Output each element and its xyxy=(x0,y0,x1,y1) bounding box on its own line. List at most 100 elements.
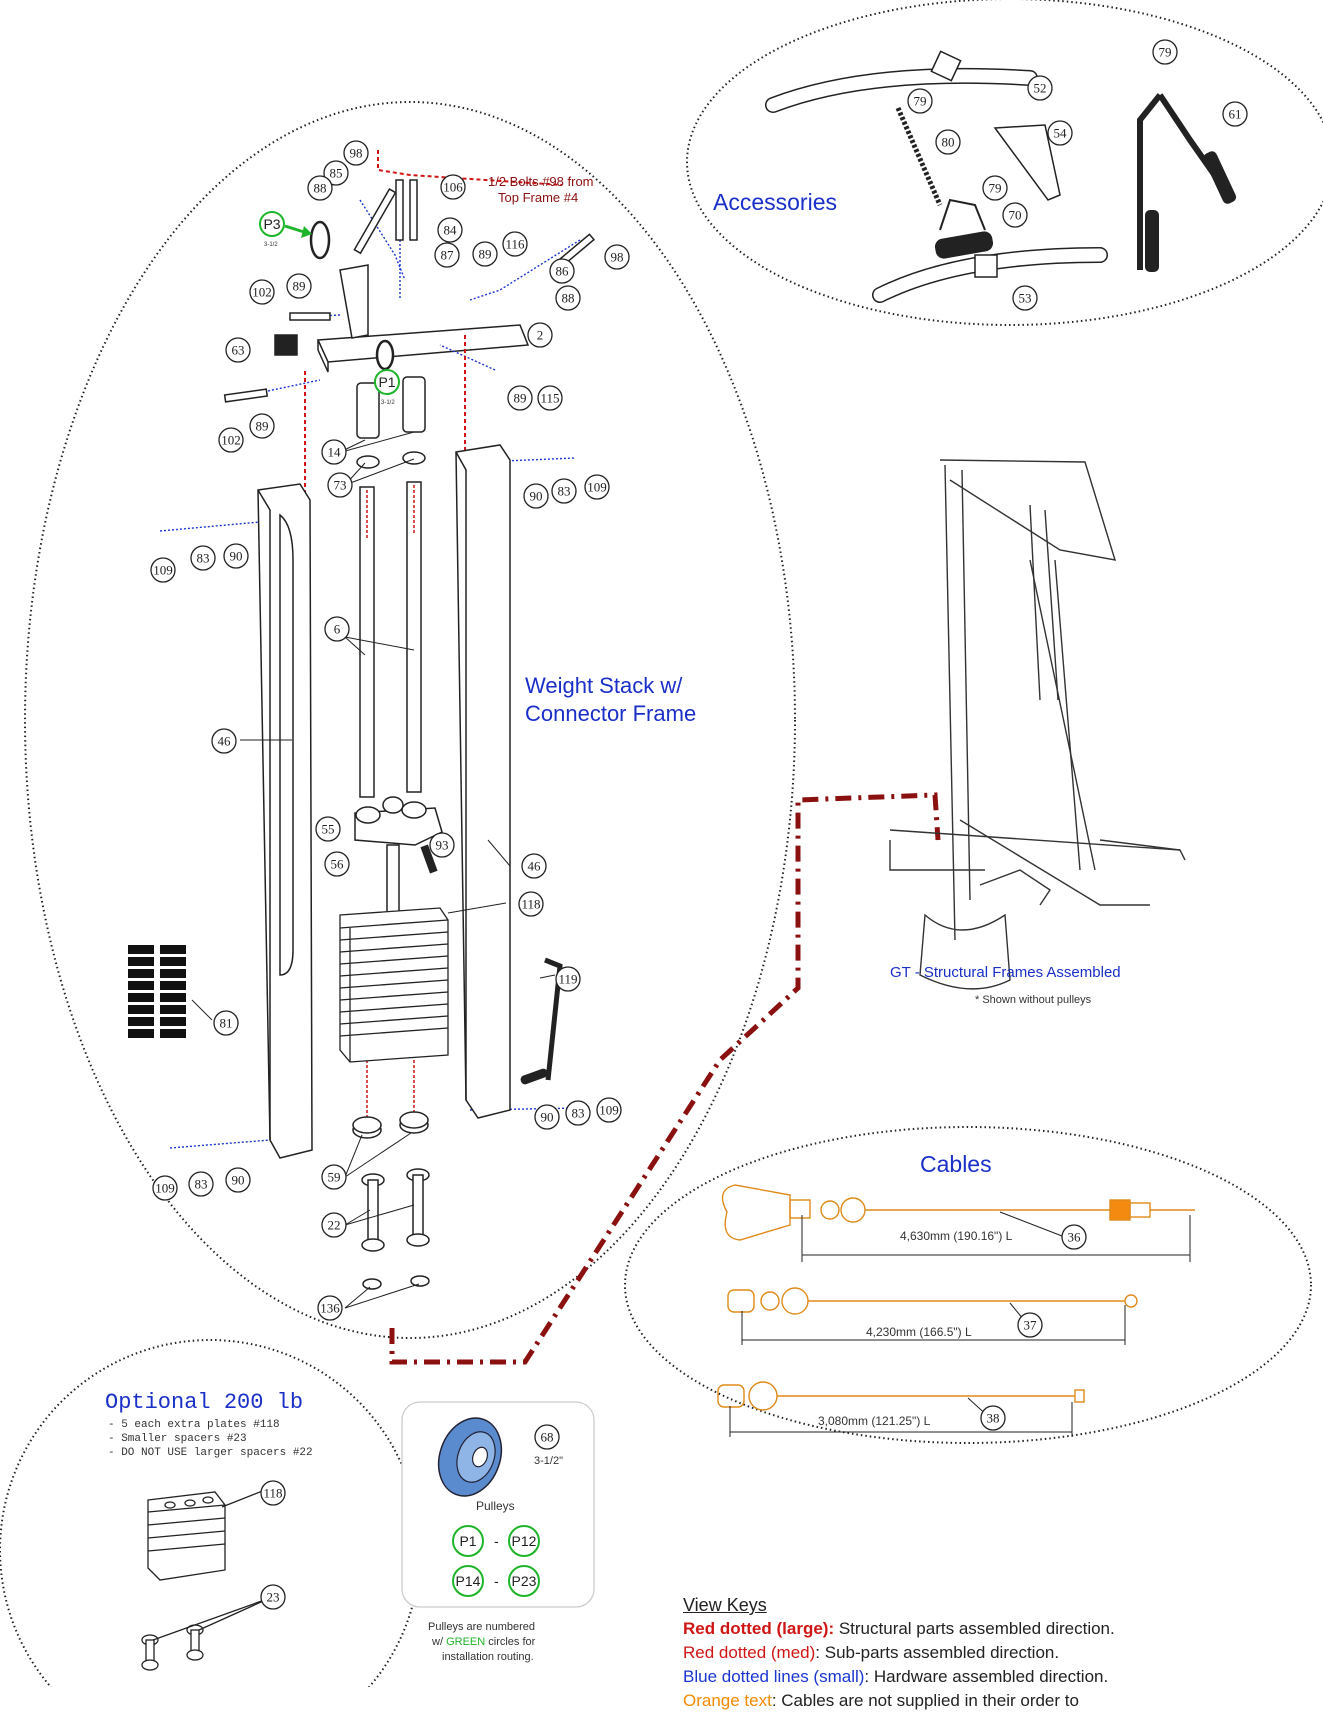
svg-text:P1: P1 xyxy=(378,374,395,390)
callout-98: 98 xyxy=(604,244,630,270)
svg-text:102: 102 xyxy=(252,285,272,300)
handle-70 xyxy=(934,198,994,259)
svg-text:68: 68 xyxy=(541,1430,554,1445)
svg-text:P12: P12 xyxy=(512,1533,537,1549)
upright-right-46 xyxy=(455,444,511,1119)
svg-text:109: 109 xyxy=(155,1181,175,1196)
structural-frame-sketch xyxy=(889,459,1186,990)
svg-text:P23: P23 xyxy=(512,1573,537,1589)
pulley-caption-2: w/ GREEN circles for xyxy=(431,1636,536,1648)
callout-46: 46 xyxy=(211,728,237,754)
callout-37: 37 xyxy=(1017,1312,1043,1338)
callout-119: 119 xyxy=(555,966,581,992)
callout-89: 89 xyxy=(249,413,275,439)
pulley-range-start-1: P1 xyxy=(452,1525,484,1557)
callout-90: 90 xyxy=(223,543,249,569)
svg-text:119: 119 xyxy=(558,972,577,987)
pulley-range-end-1: P12 xyxy=(508,1525,540,1557)
pulley-size: 3-1/2" xyxy=(534,1455,563,1467)
svg-text:55: 55 xyxy=(322,822,335,837)
rod-bushings xyxy=(356,376,426,469)
svg-text:106: 106 xyxy=(443,180,463,195)
curved-bar-53 xyxy=(872,247,1108,303)
svg-text:46: 46 xyxy=(528,859,542,874)
view-key-red-large: Red dotted (large): Structural parts ass… xyxy=(683,1619,1115,1638)
svg-text:73: 73 xyxy=(334,478,347,493)
callout-63: 63 xyxy=(225,337,251,363)
callout-83: 83 xyxy=(188,1171,214,1197)
callout-80: 80 xyxy=(935,129,961,155)
small-spacers-23 xyxy=(141,1489,271,1671)
callout-86: 86 xyxy=(549,258,575,284)
svg-text:88: 88 xyxy=(562,291,575,306)
callout-109: 109 xyxy=(596,1097,622,1123)
svg-text:98: 98 xyxy=(350,146,363,161)
svg-text:P1: P1 xyxy=(459,1533,476,1549)
callout-22: 22 xyxy=(321,1212,347,1238)
cable-38-length: 3,080mm (121.25") L xyxy=(818,1414,931,1428)
svg-text:37: 37 xyxy=(1024,1318,1038,1333)
callout-6: 6 xyxy=(324,616,350,642)
svg-text:88: 88 xyxy=(314,181,327,196)
svg-text:136: 136 xyxy=(320,1301,340,1316)
callout-38: 38 xyxy=(980,1405,1006,1431)
view-key-red-med: Red dotted (med): Sub-parts assembled di… xyxy=(683,1643,1060,1662)
cable-37 xyxy=(727,1287,1138,1315)
bolts xyxy=(223,179,596,403)
pulley-legend-title: Pulleys xyxy=(476,1499,515,1513)
svg-text:86: 86 xyxy=(556,264,570,279)
guide-rods-6 xyxy=(359,481,422,798)
svg-text:85: 85 xyxy=(330,166,343,181)
callout-136: 136 xyxy=(317,1295,343,1321)
callout-88: 88 xyxy=(307,175,333,201)
svg-text:79: 79 xyxy=(989,181,1002,196)
svg-text:46: 46 xyxy=(218,734,232,749)
pulley-range-sep-1: - xyxy=(494,1533,499,1549)
svg-text:63: 63 xyxy=(232,343,245,358)
cable-38 xyxy=(717,1381,1085,1411)
p3-arrow xyxy=(284,224,305,234)
svg-text:83: 83 xyxy=(558,484,571,499)
carriage-55 xyxy=(354,796,443,846)
callout-56: 56 xyxy=(324,851,350,877)
svg-text:81: 81 xyxy=(220,1016,233,1031)
svg-text:84: 84 xyxy=(444,223,458,238)
callout-90: 90 xyxy=(225,1167,251,1193)
p1-size: 3-1/2 xyxy=(381,400,395,406)
callout-118: 118 xyxy=(518,891,544,917)
view-key-orange: Orange text: Cables are not supplied in … xyxy=(683,1691,1079,1710)
callout-p3: P3 xyxy=(259,211,285,237)
pulley-caption-3: installation routing. xyxy=(442,1651,534,1663)
extra-plates-118 xyxy=(147,1491,226,1581)
svg-text:83: 83 xyxy=(197,551,210,566)
svg-text:59: 59 xyxy=(328,1170,341,1185)
pin-93 xyxy=(420,844,438,874)
svg-text:90: 90 xyxy=(530,489,543,504)
callout-2: 2 xyxy=(527,322,553,348)
optional-note-2: - Smaller spacers #23 xyxy=(108,1433,247,1445)
p3-size: 3-1/2 xyxy=(264,242,278,248)
callout-85: 85 xyxy=(323,160,349,186)
callout-84: 84 xyxy=(437,217,463,243)
svg-text:109: 109 xyxy=(153,563,173,578)
svg-text:70: 70 xyxy=(1009,208,1022,223)
pulley-68-icon xyxy=(437,1417,503,1497)
callout-102: 102 xyxy=(249,279,275,305)
top-frame-2 xyxy=(316,264,530,373)
svg-text:79: 79 xyxy=(914,94,927,109)
callout-118: 118 xyxy=(260,1480,286,1506)
callout-87: 87 xyxy=(434,242,460,268)
rod-red-arrows xyxy=(366,485,415,1120)
callout-102: 102 xyxy=(218,427,244,453)
p3-arrow-head xyxy=(301,226,312,238)
cables-title: Cables xyxy=(920,1151,992,1177)
callout-106: 106 xyxy=(440,174,466,200)
tool-119 xyxy=(520,957,563,1085)
svg-text:118: 118 xyxy=(521,897,540,912)
pulley-p1 xyxy=(375,339,395,371)
svg-text:87: 87 xyxy=(441,248,455,263)
svg-text:6: 6 xyxy=(334,622,341,637)
